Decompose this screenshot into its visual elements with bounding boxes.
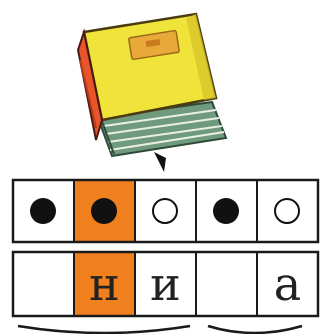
letter-cell-4 <box>196 252 257 316</box>
filled-circle <box>213 198 239 224</box>
empty-circle <box>153 199 177 223</box>
letter-cell-2: н <box>74 252 135 316</box>
filled-circle <box>91 198 117 224</box>
syllable-arc <box>208 326 302 333</box>
letter-cell-3: и <box>135 252 196 316</box>
syllable-arc <box>18 326 190 333</box>
letter-cell-5: а <box>257 252 318 316</box>
book-icon <box>78 14 226 156</box>
sound-scheme-row <box>13 180 318 242</box>
filled-circle <box>30 198 56 224</box>
pointer-triangle <box>154 152 166 172</box>
empty-circle <box>275 199 299 223</box>
letter-cell-1 <box>13 252 74 316</box>
syllable-arcs <box>18 326 302 333</box>
